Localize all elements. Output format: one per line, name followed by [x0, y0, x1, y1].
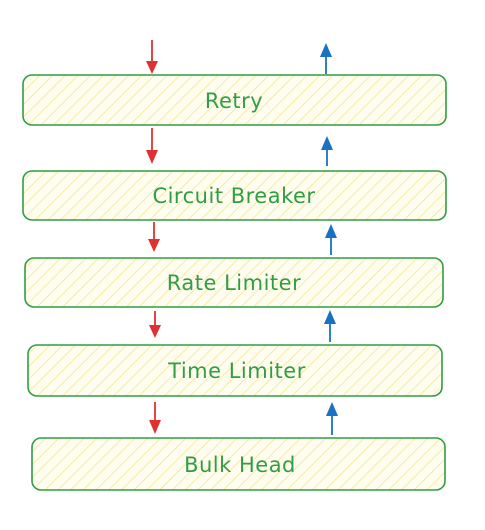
layer-bulk-head-label: Bulk Head	[184, 453, 296, 477]
response-arrow-up-icon	[324, 310, 336, 342]
request-arrow-down-icon	[149, 311, 161, 338]
layer-retry: Retry	[22, 74, 447, 126]
response-arrow-up-icon	[325, 224, 337, 255]
layer-rate-limiter: Rate Limiter	[24, 257, 444, 308]
layer-bulk-head: Bulk Head	[31, 437, 446, 491]
response-arrow-up-icon	[320, 43, 332, 74]
layer-rate-limiter-label: Rate Limiter	[167, 271, 301, 295]
response-arrow-up-icon	[326, 402, 338, 435]
layer-time-limiter-label: Time Limiter	[167, 359, 306, 383]
request-arrows	[146, 40, 161, 434]
layer-circuit-breaker-label: Circuit Breaker	[152, 184, 315, 208]
request-arrow-down-icon	[148, 222, 160, 252]
response-arrows	[320, 43, 338, 435]
request-arrow-down-icon	[149, 402, 161, 434]
layer-retry-label: Retry	[205, 89, 263, 113]
layer-circuit-breaker: Circuit Breaker	[22, 170, 447, 221]
response-arrow-up-icon	[321, 136, 333, 166]
request-arrow-down-icon	[146, 40, 158, 74]
layer-time-limiter: Time Limiter	[27, 344, 443, 397]
request-arrow-down-icon	[146, 128, 158, 164]
